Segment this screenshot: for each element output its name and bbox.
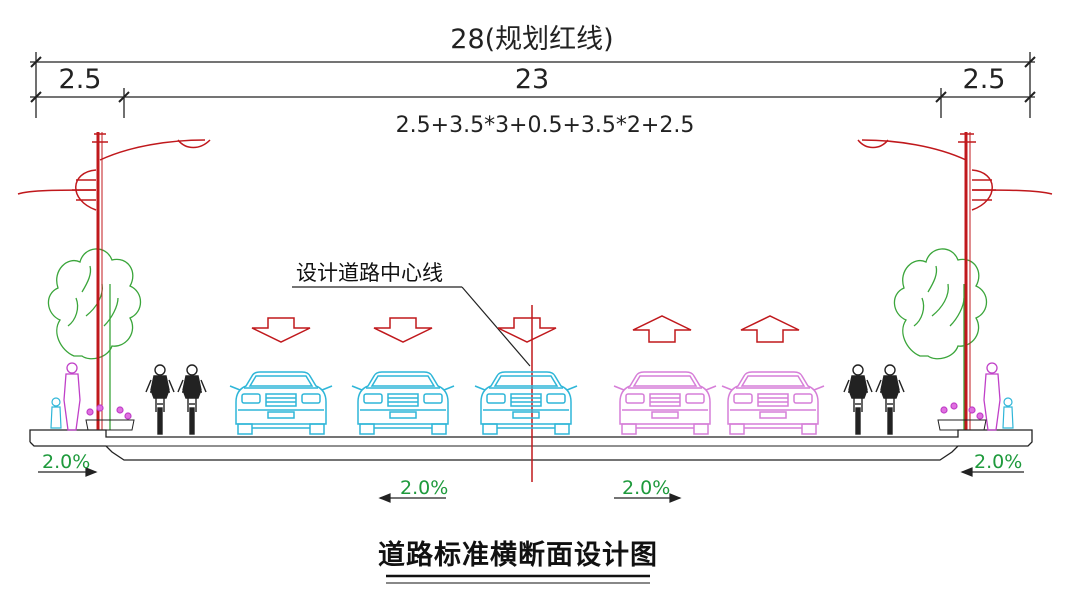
arrow-up-1 [632,315,692,343]
right-sidewalk-width-label: 2.5 [963,64,1006,95]
car-5 [721,371,825,435]
pedestrian-right [983,362,1001,431]
centerline-leader [292,286,531,367]
car-2 [351,371,455,435]
bicycle-2 [177,364,207,435]
left-sidewalk-width-label: 2.5 [59,64,102,95]
arrow-down-3 [497,317,557,343]
slope-left-carriageway: 2.0% [400,477,448,499]
overall-width-label: 28(规划红线) [450,24,613,55]
direction-arrows [251,315,800,343]
car-1 [229,371,333,435]
pedestrian-left [63,362,81,431]
tree-right [893,248,988,360]
slope-right-sidewalk: 2.0% [974,451,1022,473]
tree-left [47,248,142,360]
arrow-down-2 [373,317,433,343]
flower-beds [86,402,984,420]
car-3 [474,371,578,435]
street-lamp-left [17,132,211,430]
carriageway-width-label: 23 [515,64,549,95]
arrow-up-2 [740,315,800,343]
dimension-lines [30,52,1036,118]
vehicles-inbound [613,371,825,435]
street-lamp-right [857,132,1053,430]
lane-composition-label: 2.5+3.5*3+0.5+3.5*2+2.5 [396,113,695,138]
road-surface [29,429,1033,461]
slope-left-sidewalk: 2.0% [42,451,90,473]
children [50,397,1014,429]
planter-boxes [85,419,987,431]
centerline-label: 设计道路中心线 [296,261,443,285]
pedestrians [63,362,1001,431]
drawing-title: 道路标准横断面设计图 [378,539,658,571]
bicycle-4 [875,364,905,435]
bicycle-3 [843,364,873,435]
slope-right-carriageway: 2.0% [622,477,670,499]
slope-arrows [38,467,1024,503]
car-4 [613,371,717,435]
arrow-down-1 [251,317,311,343]
trees [47,248,988,430]
vehicles-outbound [229,371,578,435]
bicycle-1 [145,364,175,435]
